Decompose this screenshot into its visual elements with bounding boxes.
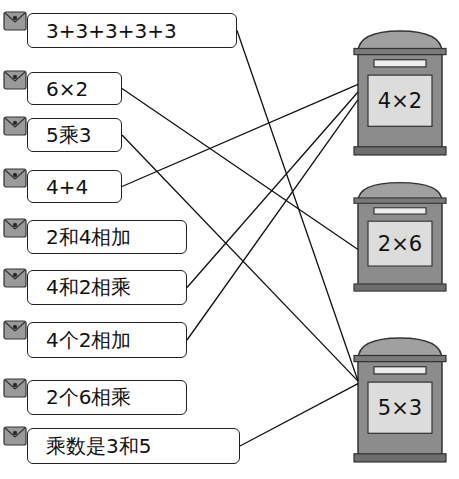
matching-line: [240, 384, 358, 446]
matching-line: [122, 84, 358, 186]
matching-line: [187, 92, 358, 288]
matching-line: [237, 31, 358, 382]
envelope-card: 3+3+3+3+3: [27, 13, 237, 48]
card-label: 4个2相加: [46, 327, 131, 354]
envelope-card: 乘数是3和5: [27, 428, 240, 464]
envelope-card: 5乘3: [27, 118, 122, 152]
envelope-card: 4个2相加: [27, 322, 187, 358]
card-label: 5乘3: [46, 122, 91, 149]
envelope-card: 6×2: [27, 72, 122, 105]
mailbox: 4×2: [350, 28, 450, 156]
envelope-card: 2个6相乘: [27, 380, 187, 415]
card-label: 乘数是3和5: [46, 433, 151, 460]
mailbox-label: 5×3: [368, 382, 432, 433]
card-label: 4和2相乘: [46, 274, 131, 301]
mailbox: 2×6: [350, 180, 450, 292]
card-label: 4+4: [46, 175, 88, 199]
mailbox-label: 2×6: [368, 221, 432, 266]
envelope-card: 2和4相加: [27, 220, 187, 254]
envelope-card: 4和2相乘: [27, 270, 187, 305]
matching-line: [187, 100, 358, 340]
envelope-card: 4+4: [27, 170, 122, 203]
card-label: 3+3+3+3+3: [46, 19, 177, 43]
mailbox-label: 4×2: [368, 75, 432, 126]
mailbox: 5×3: [350, 335, 450, 463]
card-label: 2和4相加: [46, 224, 131, 251]
card-label: 2个6相乘: [46, 384, 131, 411]
card-label: 6×2: [46, 77, 88, 101]
